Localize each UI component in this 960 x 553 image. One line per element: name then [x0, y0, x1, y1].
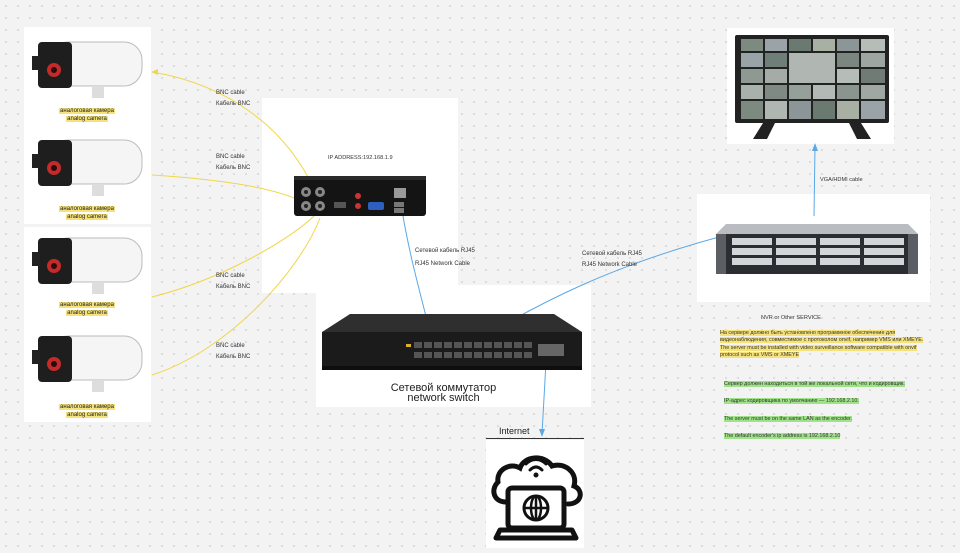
vga-wire-server-monitor — [813, 145, 816, 217]
server-note-en: The server must be installed with video … — [720, 344, 917, 359]
bnc-wire-4 — [151, 217, 321, 376]
camera-icon — [32, 139, 143, 196]
cloud-laptop-icon — [491, 455, 583, 541]
server-note-ru: На сервере должно быть установлено прогр… — [720, 330, 924, 344]
monitor-icon — [735, 35, 889, 139]
server-label: NVR or Other SERVICE — [761, 315, 821, 321]
server-ip-en: The default encoder's ip address is 192.… — [724, 433, 841, 439]
camera-icon — [32, 237, 143, 294]
encoder-device — [294, 176, 426, 216]
internet-label: Internet — [499, 426, 530, 436]
vga-cable-label: VGA/HDMI cable — [820, 177, 863, 183]
server-device — [716, 224, 918, 274]
server-lan-ru: Сервер должен находиться в той же локаль… — [724, 381, 905, 387]
server-lan-en: The server must be on the same LAN as th… — [724, 416, 852, 422]
network-switch-device — [322, 314, 582, 370]
arrowhead-internet — [539, 429, 545, 437]
internet-divider — [486, 438, 584, 439]
bnc-wire-3 — [151, 214, 316, 298]
bnc-wire-2 — [151, 174, 313, 209]
rj45-wire-switch-internet — [541, 361, 547, 435]
server-ip-ru: IP-адрес кодировщика по умолчанию — 192.… — [724, 398, 859, 404]
bnc-wire-1 — [151, 71, 319, 199]
camera-icon — [32, 335, 143, 392]
arrowhead-camera-1 — [151, 69, 158, 75]
encoder-ip-label: IP ADDRESS:192.168.1.9 — [328, 155, 393, 161]
server-note-block: На сервере должно быть установлено прогр… — [720, 330, 930, 360]
arrowhead-monitor — [812, 143, 818, 151]
camera-icon — [32, 41, 143, 98]
